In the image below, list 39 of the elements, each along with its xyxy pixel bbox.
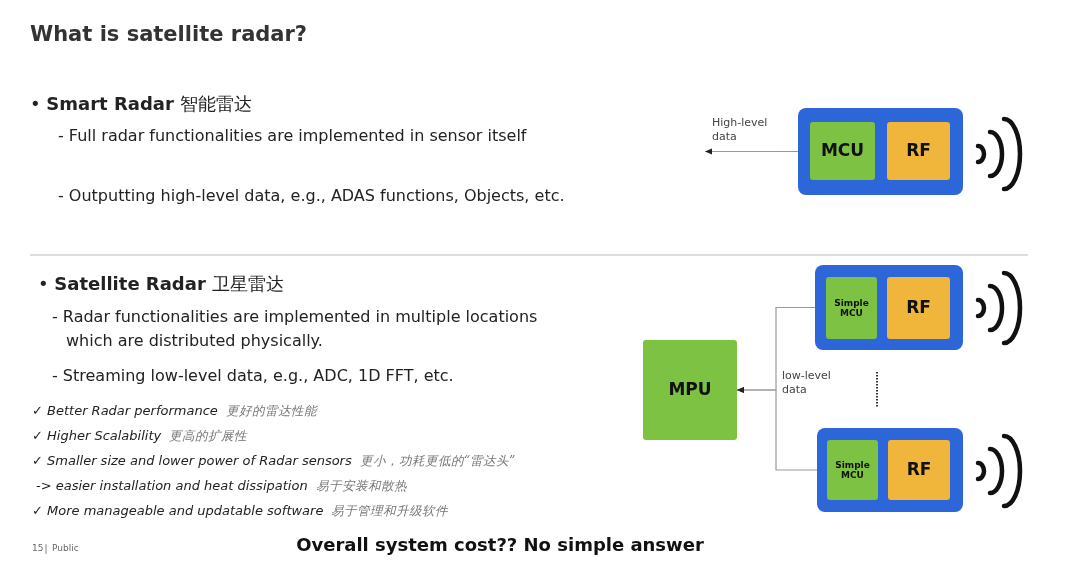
mcu-block <box>810 122 875 180</box>
block-label: Simple MCU <box>833 297 870 319</box>
benefit-translation: 更好的雷达性能 <box>225 403 317 420</box>
benefit-text: ✓ Better Radar performance <box>32 403 218 418</box>
benefit-translation: 易于安装和散热 <box>315 478 407 495</box>
page-number: 15 <box>32 543 44 553</box>
block-label: RF <box>906 298 931 318</box>
benefit-text: ✓ Higher Scalability <box>32 428 162 443</box>
bullet-text: - Full radar functionalities are implemented in sensor itself <box>58 125 528 147</box>
rf-block <box>887 277 950 339</box>
block-label: Simple MCU <box>834 459 871 481</box>
bullet-heading: • Smart Radar 智能雷达 <box>30 92 253 116</box>
benefit-text: ✓ More manageable and updatable software <box>32 503 324 518</box>
summary-text: Overall system cost?? No simple answer <box>295 534 705 555</box>
rf-block <box>888 440 950 500</box>
arrow <box>736 387 818 471</box>
bullet-heading: • Satellite Radar 卫星雷达 <box>38 272 285 296</box>
block-label: MPU <box>668 380 712 400</box>
slide-title: What is satellite radar? <box>30 22 308 46</box>
mcu-block <box>826 277 877 339</box>
benefit-translation: 更高的扩展性 <box>169 428 248 445</box>
benefit-text: ✓ Smaller size and lower power of Radar sensors <box>32 453 352 468</box>
benefit-translation: 更小，功耗更低的“雷达头” <box>359 453 516 470</box>
module-box <box>815 265 963 350</box>
module-box <box>817 428 963 512</box>
block-label: MCU <box>820 141 865 161</box>
footer-text: Public <box>52 543 79 553</box>
module-box <box>798 108 963 195</box>
bullet-text: - Streaming low-level data, e.g., ADC, 1D FFT, etc. <box>52 365 455 387</box>
bullet-text: - Outputting high-level data, e.g., ADAS functions, Objects, etc. <box>58 185 566 207</box>
mcu-block <box>827 440 878 500</box>
bullet-text: - Radar functionalities are implemented in multiple locations which are distributed physically. <box>52 306 539 352</box>
benefit-text: -> easier installation and heat dissipation <box>36 478 308 493</box>
rf-block <box>887 122 950 180</box>
mpu-block <box>643 340 737 440</box>
benefit-translation: 易于管理和升级软件 <box>331 503 449 520</box>
block-label: RF <box>906 460 932 480</box>
arrow <box>704 148 799 155</box>
block-label: RF <box>906 141 931 161</box>
